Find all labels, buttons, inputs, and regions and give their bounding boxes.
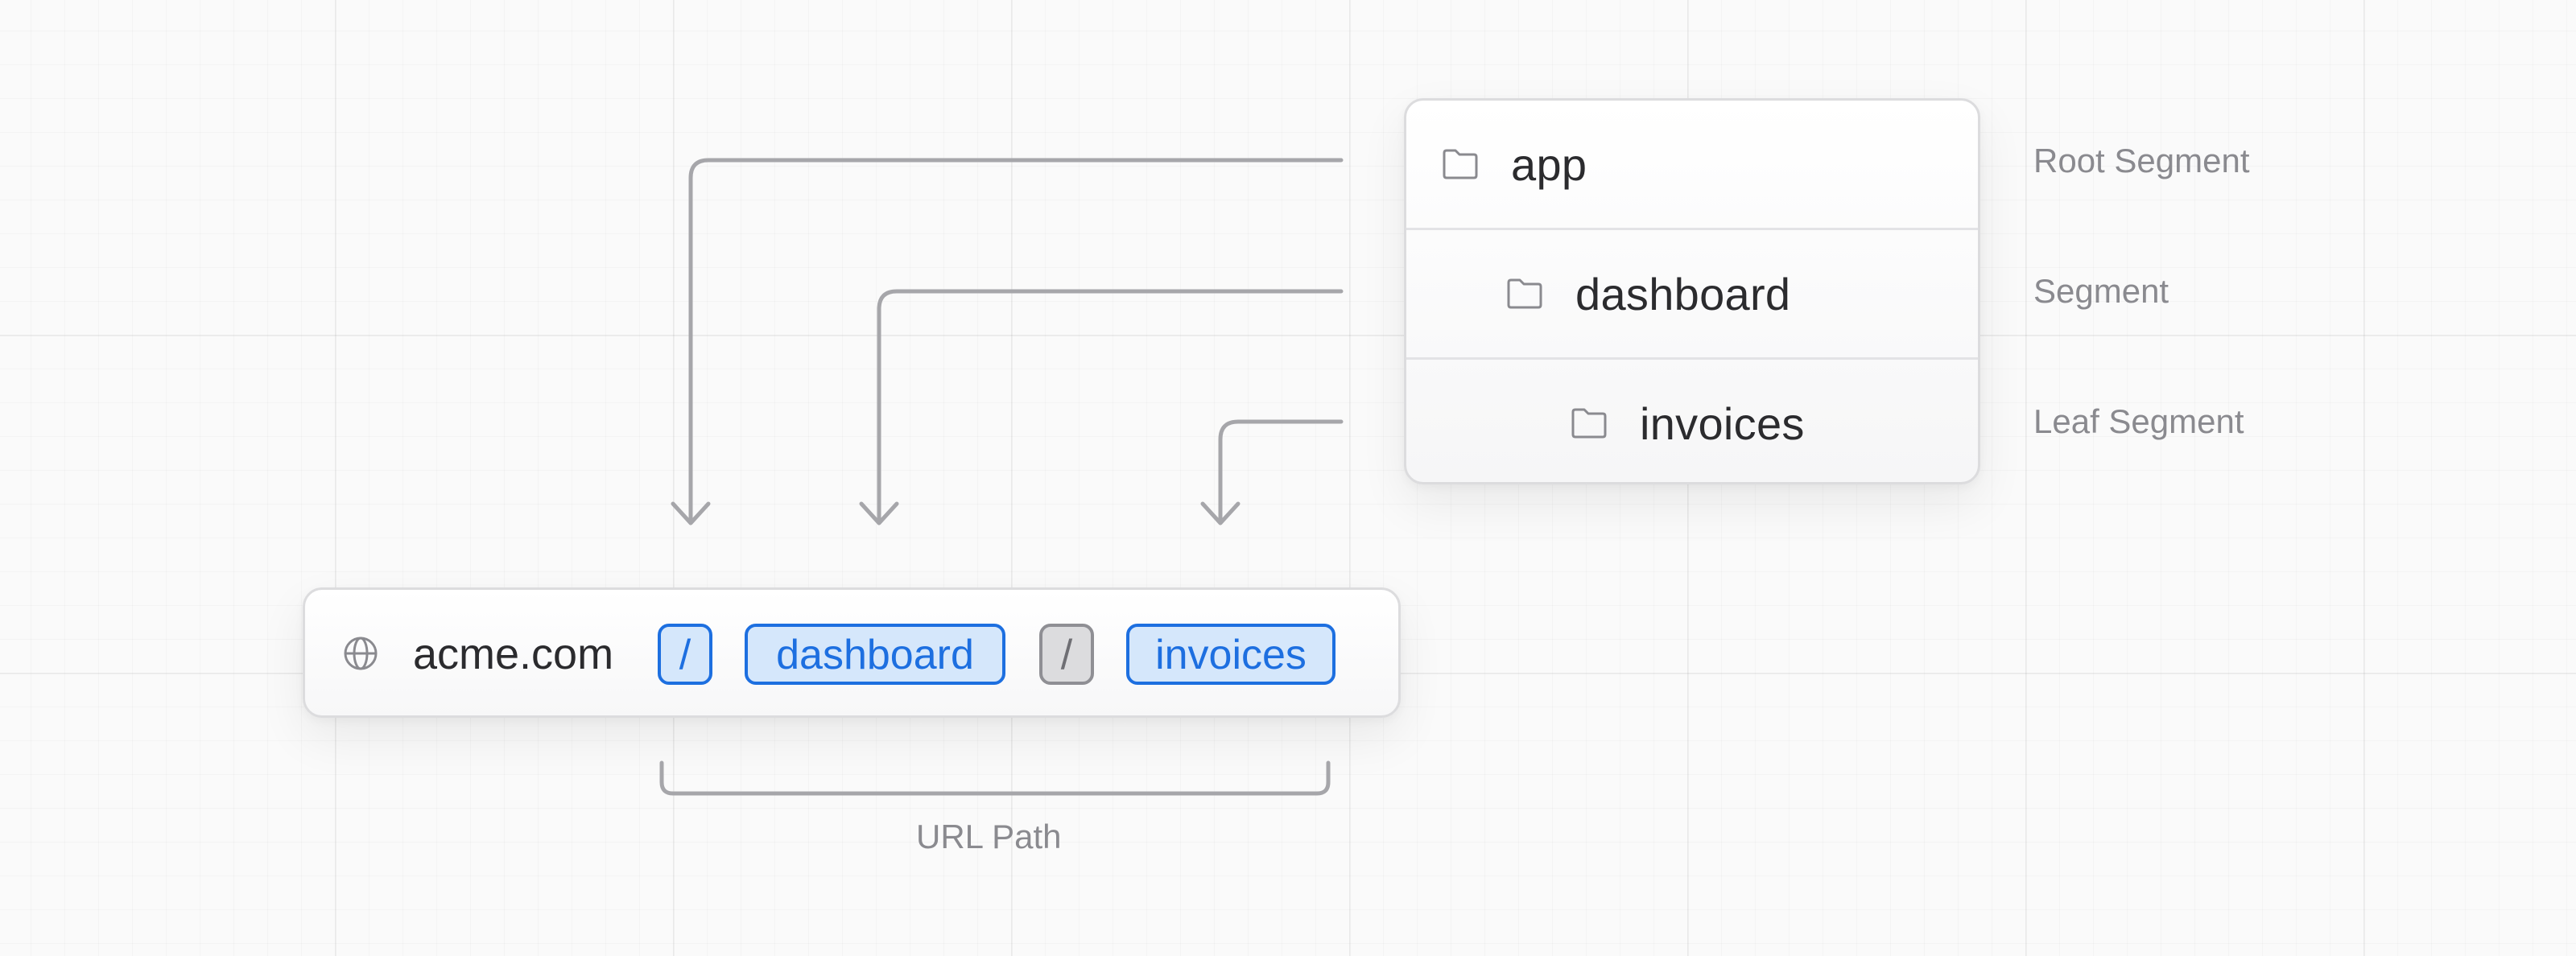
url-part-root-slash[interactable]: /	[658, 624, 712, 685]
folder-label: app	[1511, 138, 1587, 190]
tree-row-app[interactable]: app	[1406, 101, 1978, 228]
folder-label: dashboard	[1575, 268, 1791, 319]
folder-icon	[1571, 408, 1607, 439]
connector-dashboard	[877, 289, 1344, 524]
folder-icon	[1507, 278, 1542, 309]
url-part-dashboard[interactable]: dashboard	[745, 624, 1005, 685]
folder-icon	[1443, 149, 1478, 179]
arrowhead-root	[671, 501, 711, 525]
tree-row-invoices[interactable]: invoices	[1406, 357, 1978, 482]
connector-root-to-slash	[688, 158, 1344, 524]
globe-icon	[344, 637, 378, 670]
segment-label-root: Root Segment	[2033, 142, 2250, 179]
segment-label-segment: Segment	[2033, 272, 2169, 310]
url-path-label: URL Path	[916, 818, 1062, 855]
url-part-invoices[interactable]: invoices	[1126, 624, 1335, 685]
url-bar[interactable]: acme.com / dashboard / invoices	[303, 587, 1401, 718]
url-part-separator-slash[interactable]: /	[1039, 624, 1094, 685]
arrowhead-dashboard	[859, 501, 899, 525]
segment-label-leaf: Leaf Segment	[2033, 402, 2244, 440]
tree-row-dashboard[interactable]: dashboard	[1406, 228, 1978, 357]
arrowhead-invoices	[1200, 501, 1241, 525]
folder-tree-card: app dashboard invoices	[1404, 98, 1980, 484]
url-path-bracket	[659, 760, 1331, 796]
folder-label: invoices	[1640, 398, 1805, 449]
url-domain: acme.com	[413, 630, 614, 678]
connector-invoices	[1218, 419, 1344, 524]
